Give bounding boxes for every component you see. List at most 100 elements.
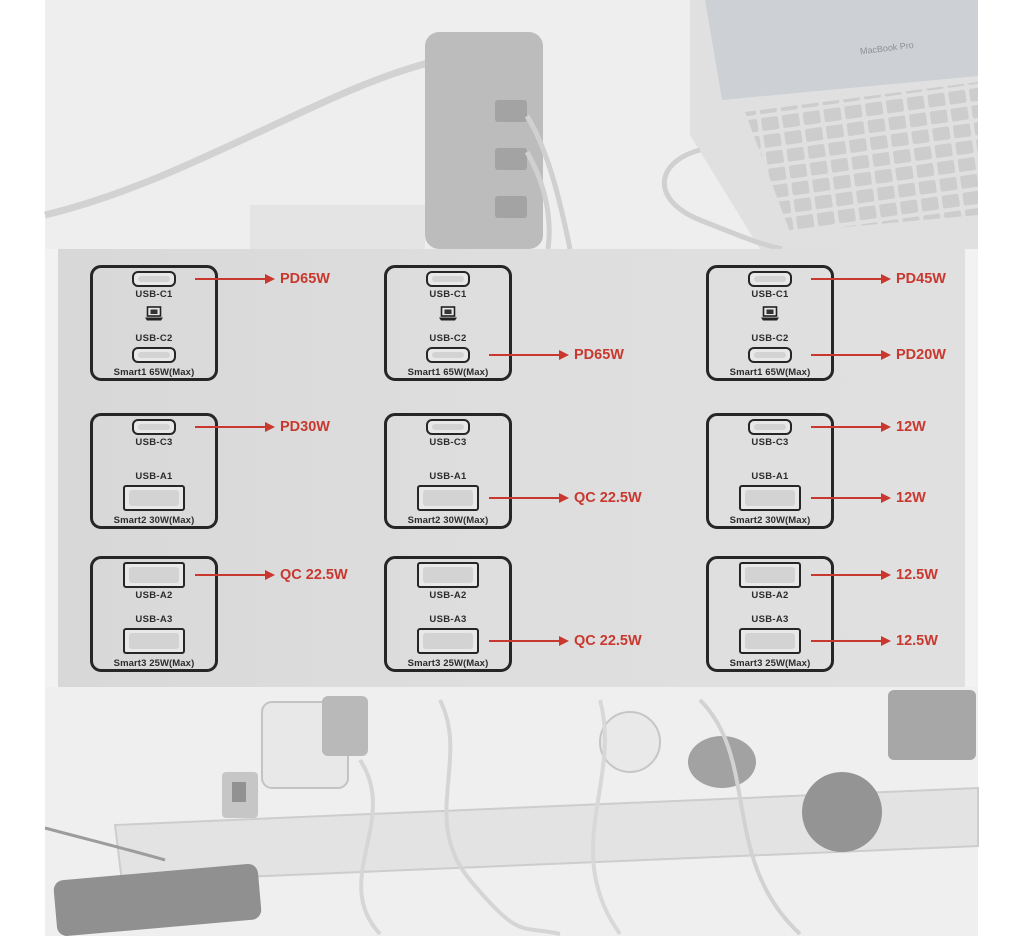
usb-c-port	[748, 419, 792, 435]
usb-a-port	[417, 562, 479, 588]
port-group-box	[384, 265, 512, 381]
group-power-label: Smart3 25W(Max)	[729, 658, 811, 669]
output-arrow	[811, 274, 891, 284]
usb-c-port	[426, 347, 470, 363]
output-arrow	[811, 493, 891, 503]
port-label: USB-A3	[135, 614, 173, 625]
arrow-head	[559, 493, 569, 503]
usb-c-port	[132, 347, 176, 363]
output-arrow	[489, 350, 569, 360]
port-label: USB-A3	[751, 614, 789, 625]
port-slot	[423, 490, 473, 506]
charger-cable	[44, 58, 433, 219]
group-power-label: Smart3 25W(Max)	[407, 658, 489, 669]
port-label: USB-A1	[429, 471, 467, 482]
arrow-head	[881, 493, 891, 503]
cable	[591, 699, 622, 936]
arrow-head	[881, 422, 891, 432]
cable	[698, 698, 802, 936]
adapter-box	[888, 690, 976, 760]
usb-a-port	[739, 485, 801, 511]
wall-charger	[425, 32, 543, 249]
cable	[358, 758, 382, 936]
port-group-box	[384, 413, 512, 529]
usb-c-port	[748, 271, 792, 287]
port-label: USB-A1	[135, 471, 173, 482]
port-slot	[129, 490, 179, 506]
usb-c-port	[132, 271, 176, 287]
output-arrow	[489, 493, 569, 503]
coiled-cable	[438, 699, 561, 936]
port-slot	[129, 567, 179, 583]
usb-a-port	[739, 628, 801, 654]
port-label: USB-C2	[135, 333, 173, 344]
port-label: USB-C1	[429, 289, 467, 300]
port-slot	[754, 352, 786, 358]
power-strip	[113, 786, 979, 884]
group-power-label: Smart1 65W(Max)	[729, 367, 811, 378]
port-slot	[129, 633, 179, 649]
output-power-label: 12.5W	[896, 567, 938, 583]
group-power-label: Smart1 65W(Max)	[113, 367, 195, 378]
port-group-box	[706, 413, 834, 529]
port-label: USB-A2	[751, 590, 789, 601]
port-label: USB-A1	[751, 471, 789, 482]
output-arrow	[811, 570, 891, 580]
usb-cable	[524, 150, 552, 250]
port-slot	[432, 352, 464, 358]
output-arrow	[811, 422, 891, 432]
output-arrow	[195, 570, 275, 580]
output-power-label: QC 22.5W	[280, 567, 348, 583]
port-group-box	[384, 556, 512, 672]
output-power-label: PD65W	[574, 347, 624, 363]
laptop-icon	[145, 306, 163, 321]
port-label: USB-C1	[751, 289, 789, 300]
usb-a-port	[123, 628, 185, 654]
output-power-label: QC 22.5W	[574, 633, 642, 649]
usb-a-port	[417, 628, 479, 654]
port-label: USB-C3	[429, 437, 467, 448]
port-label: USB-C1	[135, 289, 173, 300]
usb-a-port	[417, 485, 479, 511]
output-power-label: PD30W	[280, 419, 330, 435]
output-arrow	[811, 636, 891, 646]
arrow-head	[881, 636, 891, 646]
port-slot	[138, 352, 170, 358]
port-slot	[745, 633, 795, 649]
usb-c-port	[132, 419, 176, 435]
arrow-head	[559, 636, 569, 646]
laptop-screen	[705, 0, 978, 100]
group-power-label: Smart2 30W(Max)	[407, 515, 489, 526]
plug	[599, 711, 661, 773]
arrow-head	[881, 350, 891, 360]
group-power-label: Smart2 30W(Max)	[729, 515, 811, 526]
laptop-icon	[761, 306, 779, 321]
output-power-label: PD45W	[896, 271, 946, 287]
output-arrow	[195, 422, 275, 432]
port-slot	[432, 424, 464, 430]
arrow-head	[265, 274, 275, 284]
usb-cable	[524, 114, 573, 250]
output-arrow	[811, 350, 891, 360]
plug	[802, 772, 882, 852]
usb-c-port	[426, 271, 470, 287]
charger-port	[495, 148, 527, 170]
arrow-head	[559, 350, 569, 360]
usb-a-port	[739, 562, 801, 588]
port-slot	[754, 424, 786, 430]
port-slot	[138, 424, 170, 430]
output-power-label: 12W	[896, 419, 926, 435]
port-label: USB-C2	[429, 333, 467, 344]
